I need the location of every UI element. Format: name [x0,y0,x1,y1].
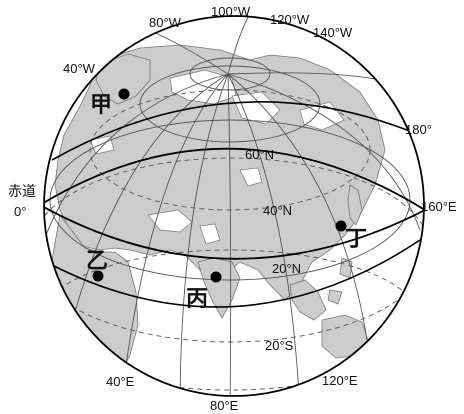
label-140w: 140°W [313,25,353,40]
label-40n: 40°N [263,203,292,218]
label-180: 180° [405,122,432,137]
point-yi-marker [92,270,104,282]
label-20s: 20°S [265,338,294,353]
point-jia-marker [118,88,130,100]
point-yi-label: 乙 [86,249,108,274]
equator-label: 赤道 [8,184,36,200]
label-40e: 40°E [106,374,135,389]
point-bing-label: 丙 [186,287,208,312]
land-greenland [95,53,151,105]
label-60n: 60°N [245,147,274,162]
label-20n: 20°N [272,261,301,276]
point-jia-label: 甲 [90,93,112,118]
land-masses [51,44,386,393]
point-ding-marker [335,220,347,232]
point-bing-marker [210,271,222,283]
label-120w: 120°W [270,12,310,27]
label-160e: 160°E [421,199,457,214]
equator-degree: 0° [14,204,26,219]
label-100w: 100°W [211,4,251,19]
point-ding-label: 丁 [345,227,367,252]
land-seasia [289,279,327,321]
land-australia [321,314,369,359]
label-80e: 80°E [210,398,239,413]
label-120e: 120°E [322,373,358,388]
globe-outline [43,15,425,397]
label-40w: 40°W [63,61,96,76]
label-80w: 80°W [149,15,182,30]
land-islands [347,184,363,226]
